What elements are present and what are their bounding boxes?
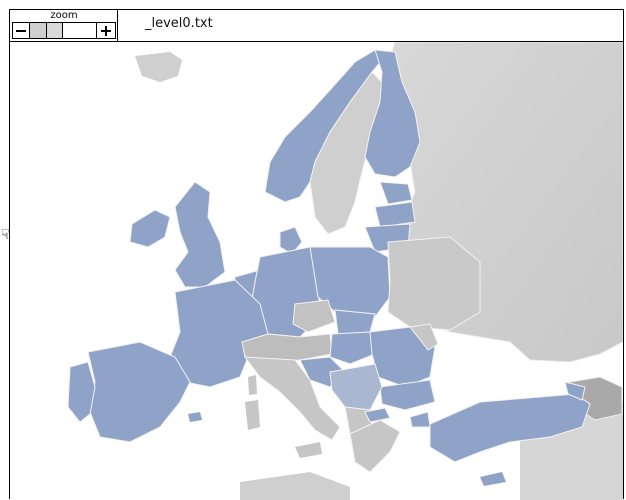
zoom-slider[interactable] — [12, 22, 116, 39]
cyprus — [480, 472, 506, 486]
zoom-track[interactable] — [63, 23, 97, 38]
greece-islands — [364, 407, 391, 423]
file-name: _level0.txt — [145, 16, 213, 31]
belarus-ukraine — [387, 236, 481, 331]
svalbard-island — [135, 52, 182, 82]
zoom-step-1[interactable] — [30, 23, 47, 38]
corsica — [248, 375, 257, 395]
latvia — [374, 201, 416, 228]
france — [169, 279, 269, 388]
balearic-islands — [188, 412, 202, 422]
georgia — [564, 381, 586, 401]
estonia — [379, 181, 413, 205]
zoom-control: zoom — [10, 10, 118, 41]
norway — [264, 49, 383, 203]
denmark — [279, 226, 303, 255]
czechia — [292, 299, 336, 333]
poland — [309, 246, 391, 318]
zoom-out-button[interactable] — [13, 23, 30, 38]
hungary — [329, 331, 376, 365]
europe-map[interactable] — [10, 42, 623, 500]
black-sea — [440, 360, 560, 402]
bulgaria — [379, 379, 436, 411]
hand-cursor-icon: ☟ — [1, 227, 10, 243]
uk — [174, 181, 226, 288]
spain — [87, 341, 191, 443]
sardinia — [245, 400, 260, 430]
moldova — [409, 323, 439, 351]
turkey — [429, 393, 591, 463]
toolbar: zoom _level0.txt — [10, 10, 623, 42]
zoom-in-button[interactable] — [97, 23, 115, 38]
sicily — [295, 442, 322, 458]
portugal — [67, 361, 96, 423]
finland — [364, 49, 421, 178]
zoom-step-2[interactable] — [47, 23, 63, 38]
slovakia — [334, 309, 376, 335]
ireland — [129, 209, 171, 248]
italy — [243, 356, 341, 441]
bosnia-serbia — [329, 363, 383, 411]
north-africa — [240, 472, 350, 500]
map-window: zoom _level0.txt — [9, 9, 624, 500]
minus-icon — [16, 30, 26, 32]
zoom-label: zoom — [50, 10, 78, 21]
turkey-thrace — [409, 411, 431, 428]
